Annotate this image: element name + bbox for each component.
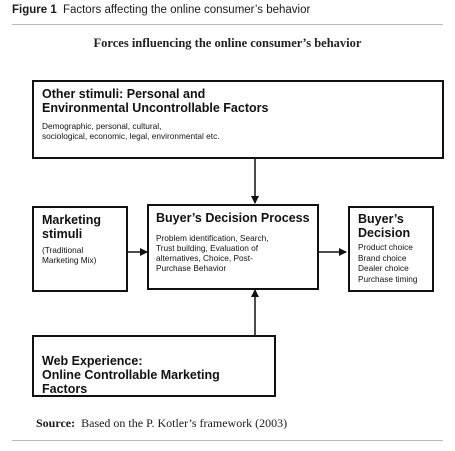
list-item: Purchase timing — [358, 273, 418, 284]
figure-caption: Figure 1 Factors affecting the online co… — [12, 4, 310, 16]
other-stimuli-title: Other stimuli: Personal and Environmenta… — [42, 87, 269, 115]
marketing-stimuli-title: Marketing stimuli — [42, 213, 102, 241]
decision-process-title: Buyer’s Decision Process — [156, 211, 310, 225]
top-divider — [12, 24, 443, 25]
source-text: Based on the P. Kotler’s framework (2003… — [81, 416, 288, 430]
buyers-decision-title: Buyer’s Decision — [358, 212, 411, 240]
list-item: Dealer choice — [358, 263, 409, 273]
source-note: Source: Based on the P. Kotler’s framewo… — [36, 416, 287, 431]
source-label: Source: — [36, 416, 76, 430]
buyers-decision-box: Buyer’s Decision Product choice Brand ch… — [348, 206, 434, 292]
web-experience-title: Web Experience: Online Controllable Mark… — [42, 354, 220, 396]
marketing-stimuli-box: Marketing stimuli (Traditional Marketing… — [32, 206, 128, 292]
bottom-divider — [12, 440, 443, 441]
decision-process-box: Buyer’s Decision Process Problem identif… — [147, 204, 319, 290]
decision-process-body: Problem identification, Search, Trust bu… — [156, 233, 269, 273]
figure-caption-text: Factors affecting the online consumer’s … — [62, 4, 311, 16]
list-item: Product choice — [358, 242, 413, 252]
web-experience-box: Web Experience: Online Controllable Mark… — [32, 335, 276, 397]
other-stimuli-box: Other stimuli: Personal and Environmenta… — [32, 80, 444, 159]
marketing-stimuli-body: (Traditional Marketing Mix) — [42, 245, 97, 265]
buyers-decision-list: Product choice Brand choice Dealer choic… — [358, 242, 424, 284]
diagram-title: Forces influencing the online consumer’s… — [93, 36, 362, 50]
figure-label: Figure 1 — [12, 4, 57, 16]
other-stimuli-body: Demographic, personal, cultural, sociolo… — [42, 121, 220, 141]
list-item: Brand choice — [358, 252, 407, 263]
